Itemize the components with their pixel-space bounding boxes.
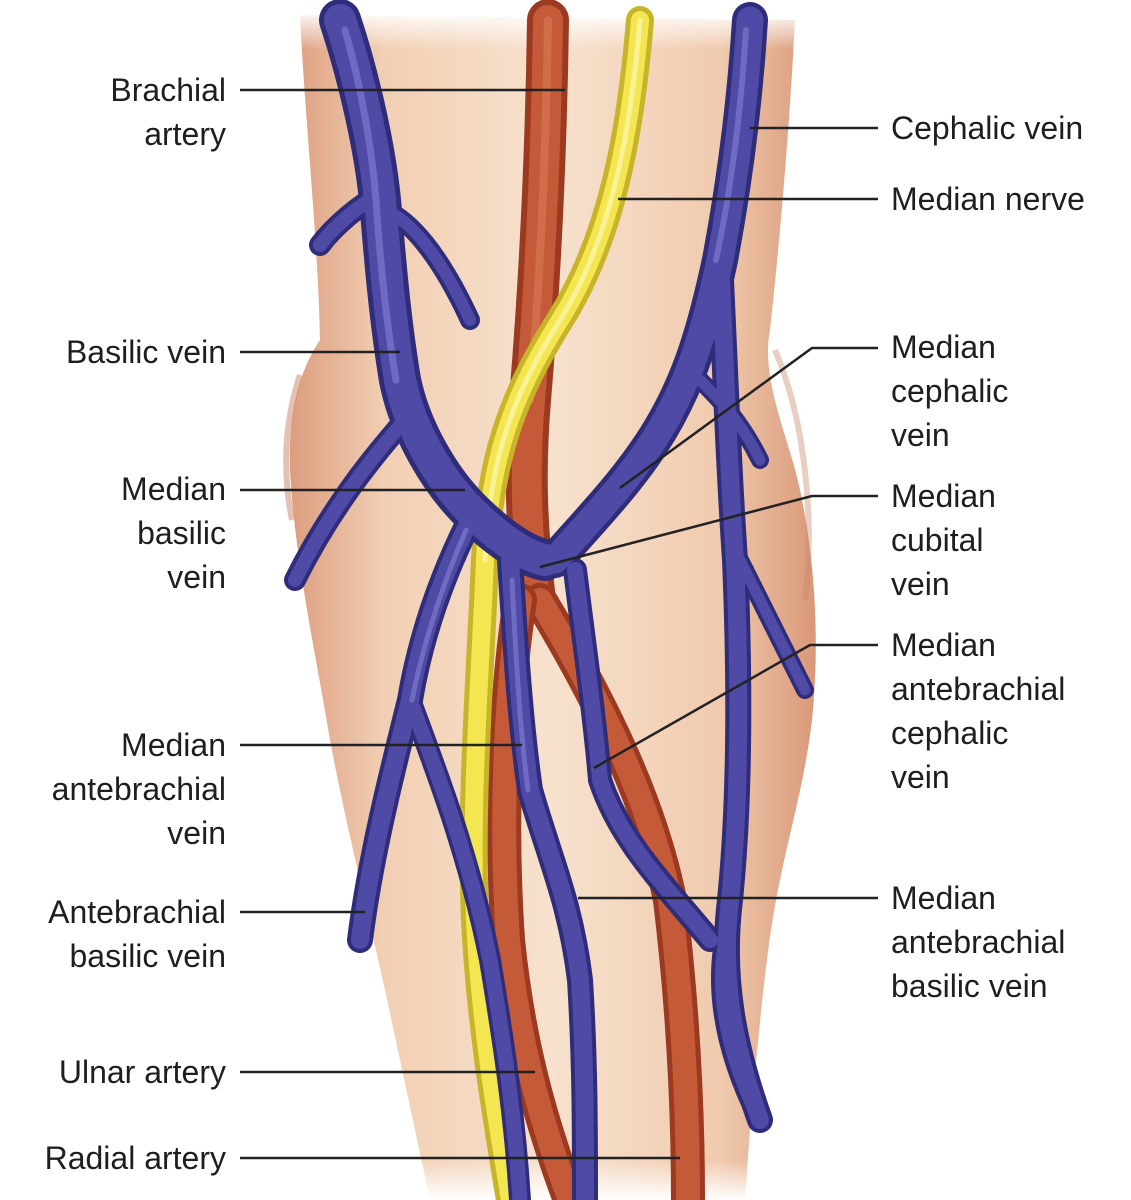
label-median-antebrachial-vein-line-2: antebrachial bbox=[51, 771, 226, 807]
label-basilic-vein: Basilic vein bbox=[66, 330, 226, 374]
label-median-antebrachial-vein: Median antebrachial vein bbox=[52, 723, 226, 855]
label-median-antebrachial-basilic-vein-line-3: basilic vein bbox=[891, 968, 1048, 1004]
label-median-cubital-vein-line-1: Median bbox=[891, 478, 996, 514]
label-median-basilic-vein-line-1: Median bbox=[121, 471, 226, 507]
label-median-basilic-vein: Median basilic vein bbox=[121, 467, 226, 599]
label-median-cubital-vein-line-2: cubital bbox=[891, 522, 984, 558]
label-median-antebrachial-basilic-vein: Median antebrachial basilic vein bbox=[891, 876, 1065, 1008]
label-basilic-vein-line-1: Basilic vein bbox=[65, 334, 226, 370]
label-ulnar-artery-line-1: Ulnar artery bbox=[58, 1054, 226, 1090]
label-median-nerve: Median nerve bbox=[891, 177, 1085, 221]
label-antebrachial-basilic-vein-line-2: basilic vein bbox=[69, 938, 226, 974]
label-median-basilic-vein-line-2: basilic bbox=[137, 515, 226, 551]
label-ulnar-artery: Ulnar artery bbox=[59, 1050, 226, 1094]
label-median-cephalic-vein-line-2: cephalic bbox=[891, 373, 1009, 409]
label-brachial-artery: Brachial artery bbox=[110, 68, 226, 156]
label-median-antebrachial-cephalic-vein-line-2: antebrachial bbox=[891, 671, 1066, 707]
leader-median-antebrachial-cephalic-vein bbox=[593, 643, 878, 770]
label-median-antebrachial-cephalic-vein-line-1: Median bbox=[891, 627, 996, 663]
label-brachial-artery-line-2: artery bbox=[144, 116, 226, 152]
label-median-cubital-vein-line-3: vein bbox=[891, 566, 950, 602]
label-median-cubital-vein: Median cubital vein bbox=[891, 474, 996, 606]
label-median-antebrachial-basilic-vein-line-2: antebrachial bbox=[891, 924, 1066, 960]
veins bbox=[284, 0, 814, 1200]
label-median-antebrachial-basilic-vein-line-1: Median bbox=[891, 880, 996, 916]
leader-lines bbox=[240, 88, 878, 1160]
label-radial-artery: Radial artery bbox=[45, 1136, 226, 1180]
leader-median-cephalic-vein bbox=[619, 346, 878, 490]
label-median-basilic-vein-line-3: vein bbox=[167, 559, 226, 595]
label-median-cephalic-vein: Median cephalic vein bbox=[891, 325, 1008, 457]
label-median-antebrachial-cephalic-vein-line-4: vein bbox=[891, 759, 950, 795]
median-nerve-shape bbox=[459, 6, 654, 1200]
label-median-nerve-line-1: Median nerve bbox=[891, 181, 1085, 217]
label-median-antebrachial-cephalic-vein: Median antebrachial cephalic vein bbox=[891, 623, 1065, 799]
label-median-antebrachial-vein-line-1: Median bbox=[121, 727, 226, 763]
leader-median-cubital-vein bbox=[539, 494, 878, 569]
label-radial-artery-line-1: Radial artery bbox=[44, 1140, 226, 1176]
label-median-antebrachial-cephalic-vein-line-3: cephalic bbox=[891, 715, 1009, 751]
label-antebrachial-basilic-vein: Antebrachial basilic vein bbox=[48, 890, 226, 978]
label-brachial-artery-line-1: Brachial bbox=[110, 72, 226, 108]
label-median-antebrachial-vein-line-3: vein bbox=[167, 815, 226, 851]
label-cephalic-vein: Cephalic vein bbox=[891, 106, 1083, 150]
label-median-cephalic-vein-line-3: vein bbox=[891, 417, 950, 453]
label-antebrachial-basilic-vein-line-1: Antebrachial bbox=[48, 894, 226, 930]
label-cephalic-vein-line-1: Cephalic vein bbox=[891, 110, 1084, 146]
label-median-cephalic-vein-line-1: Median bbox=[891, 329, 996, 365]
